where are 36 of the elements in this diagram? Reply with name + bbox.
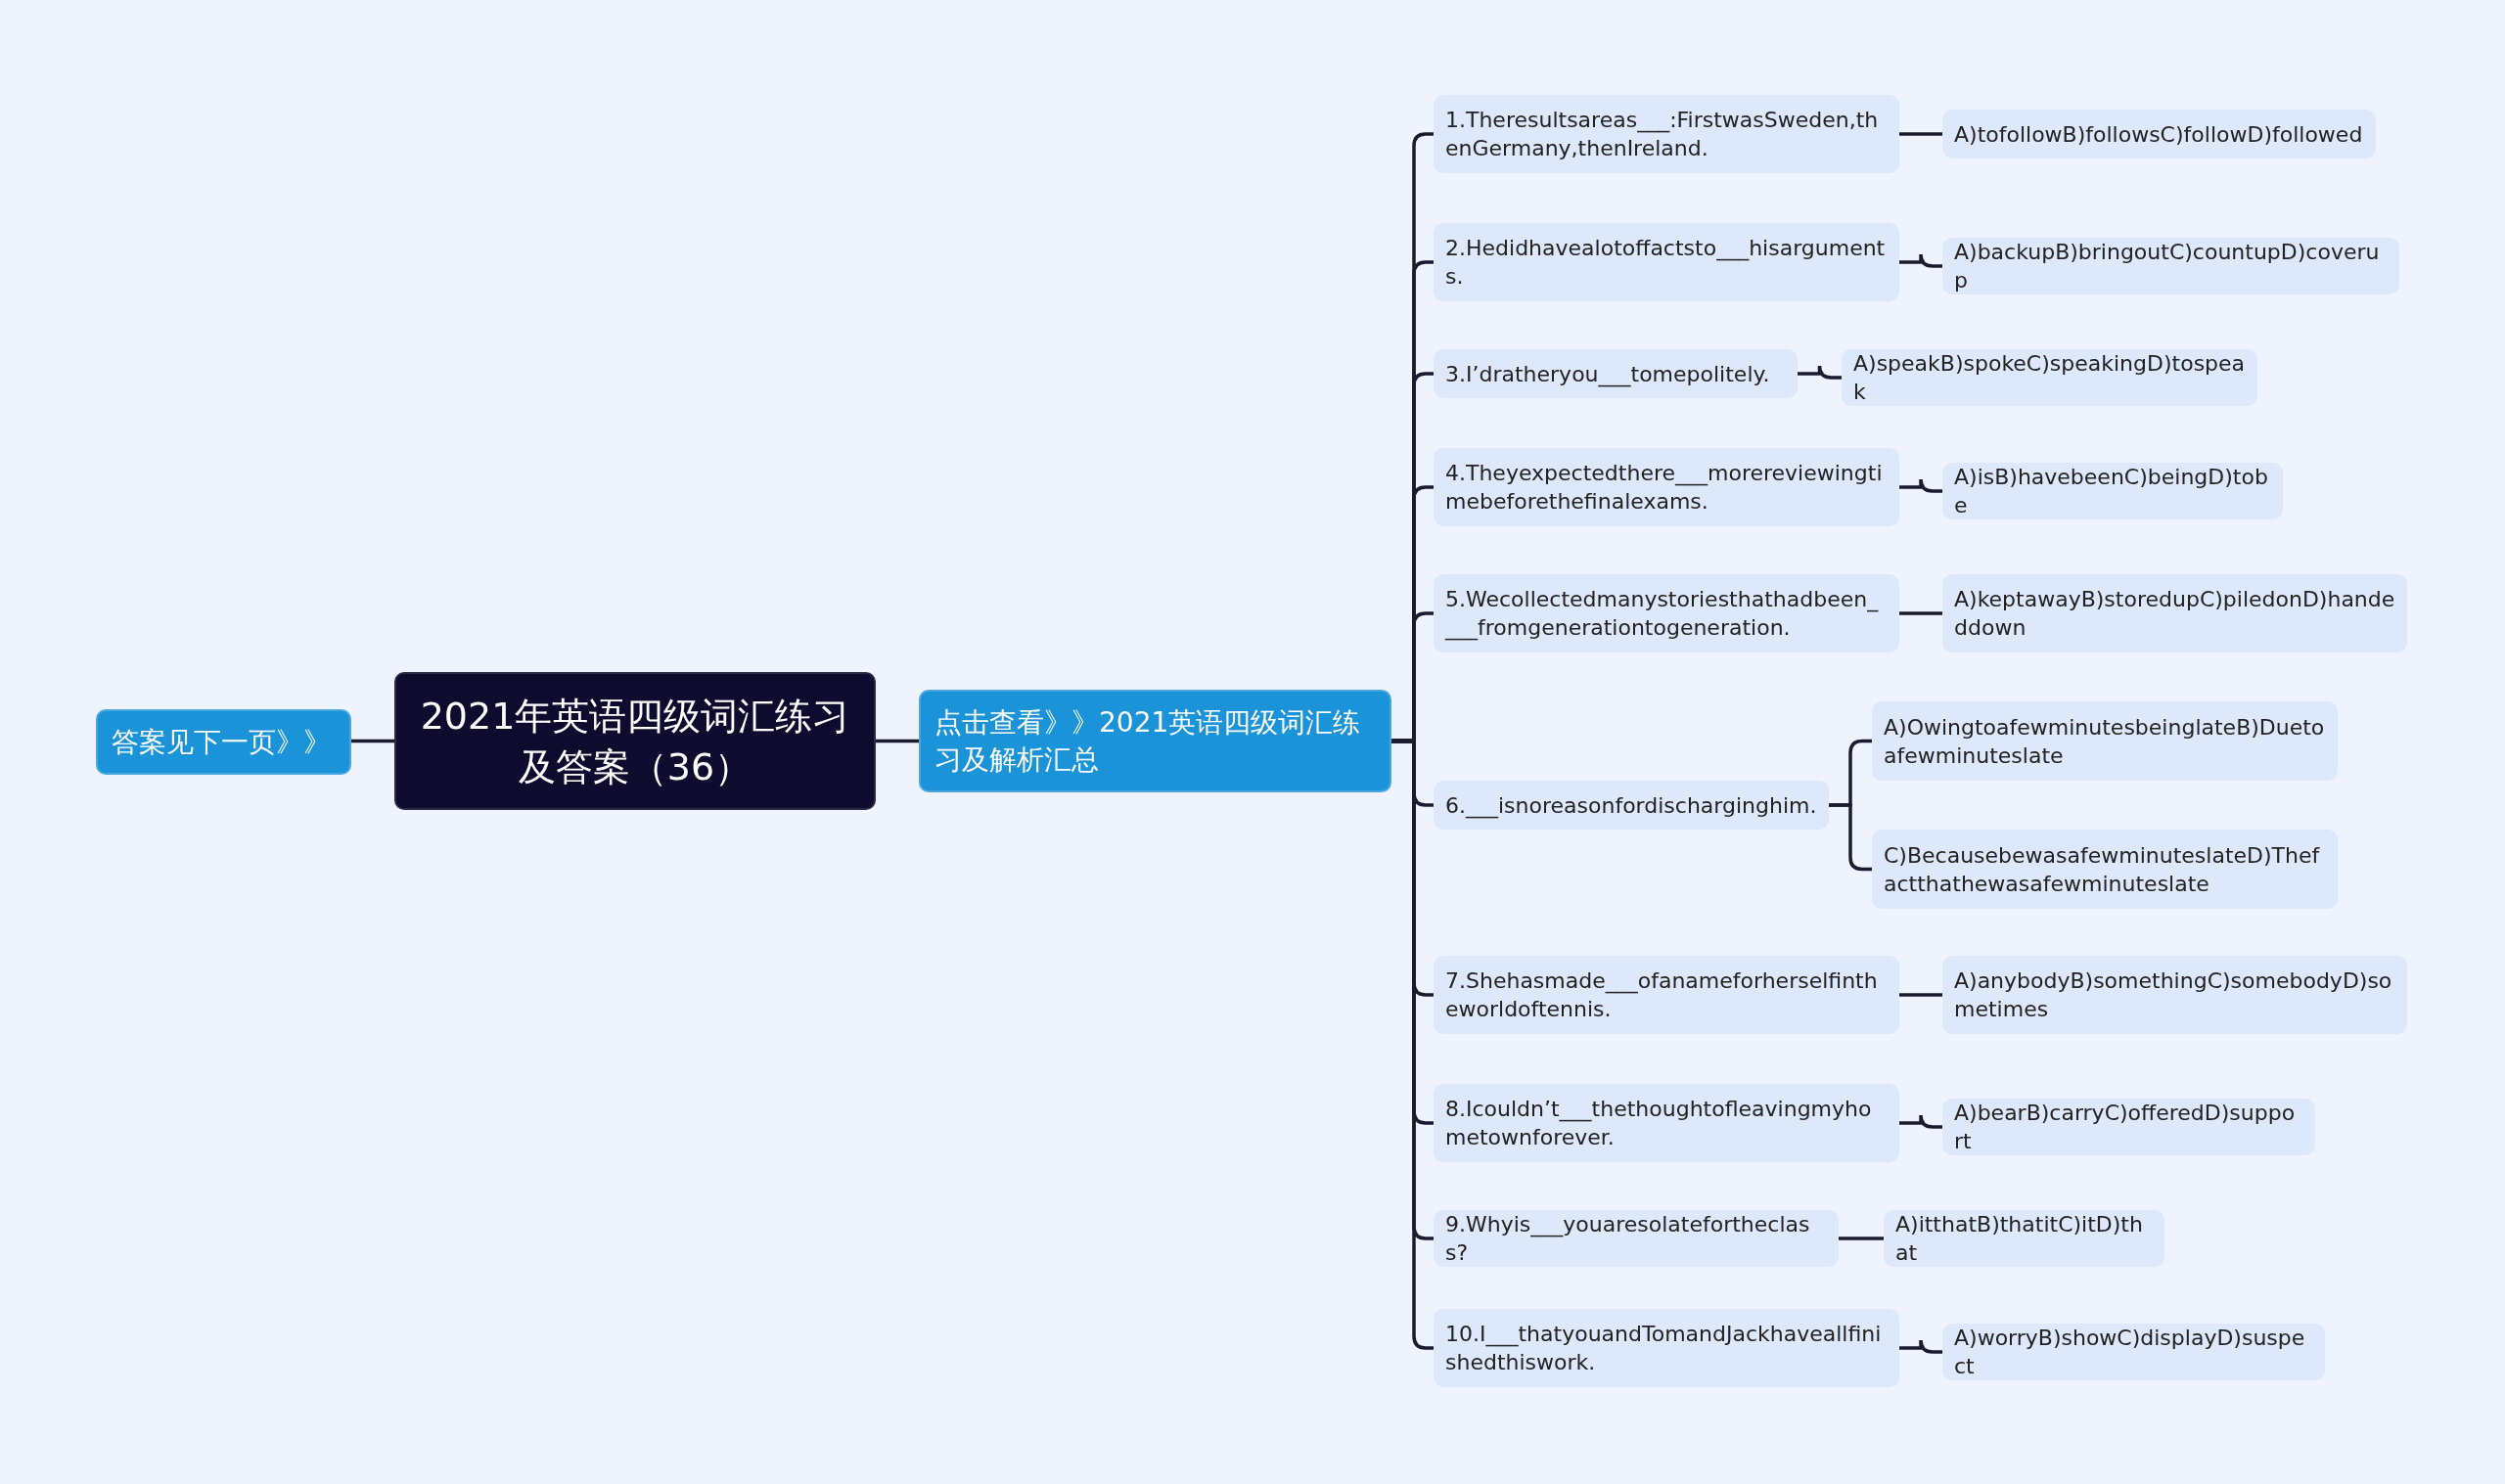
connector-line [876,739,919,743]
connector-line [1899,611,1942,615]
question-box: A)isB)havebeenC)beingD)tobe [1942,463,2283,519]
connector-line [1798,364,1842,380]
connector-line [1899,1113,1942,1129]
question-box: 3.I’dratheryou___tomepolitely. [1434,349,1798,398]
question-box: 9.Whyis___youaresolatefortheclass? [1434,1210,1839,1267]
connector-line [1899,252,1942,268]
question-box: A)anybodyB)somethingC)somebodyD)sometimes [1942,956,2407,1034]
question-box: A)OwingtoafewminutesbeinglateB)Duetoafewminuteslate [1872,701,2338,781]
connector-line [1899,477,1942,493]
question-box: 4.Theyexpectedthere___morereviewingtimebeforethefinalexams. [1434,448,1899,526]
question-box: A)speakB)spokeC)speakingD)tospeak [1842,349,2257,406]
question-box: 10.I___thatyouandTomandJackhaveallfinishedthiswork. [1434,1309,1899,1387]
question-box: A)tofollowB)followsC)followD)followed [1942,110,2376,158]
connector-line [351,739,394,743]
connector-line [1829,803,1872,872]
connector-line [1899,1338,1942,1354]
link-box: 点击查看》》2021英语四级词汇练习及解析汇总 [919,690,1391,792]
question-box: A)bearB)carryC)offeredD)support [1942,1099,2315,1155]
connector-line [1899,993,1942,997]
question-box: A)backupB)bringoutC)countupD)coverup [1942,238,2399,294]
connector-line [1839,1237,1884,1240]
question-box: 2.Hedidhavealotoffactsto___hisarguments. [1434,223,1899,301]
question-box: 5.Wecollectedmanystoriesthathadbeen____fromgenerationtogeneration. [1434,574,1899,652]
question-box: A)worryB)showC)displayD)suspect [1942,1324,2325,1380]
connector-line [1899,132,1942,136]
link-box: 答案见下一页》》 [96,709,351,775]
question-box: C)BecausebewasafewminuteslateD)Thefactthathewasafewminuteslate [1872,830,2338,909]
question-box: A)itthatB)thatitC)itD)that [1884,1210,2164,1267]
question-box: A)keptawayB)storedupC)piledonD)handeddown [1942,574,2407,652]
question-box: 6.___isnoreasonfordischarginghim. [1434,781,1829,830]
question-box: 1.Theresultsareas___:FirstwasSweden,thenGermany,thenIreland. [1434,95,1899,173]
question-box: 7.Shehasmade___ofanameforherselfintheworldoftennis. [1434,956,1899,1034]
question-box: 8.Icouldn’t___thethoughtofleavingmyhometownforever. [1434,1084,1899,1162]
topic-box: 2021年英语四级词汇练习及答案（36） [394,672,876,810]
